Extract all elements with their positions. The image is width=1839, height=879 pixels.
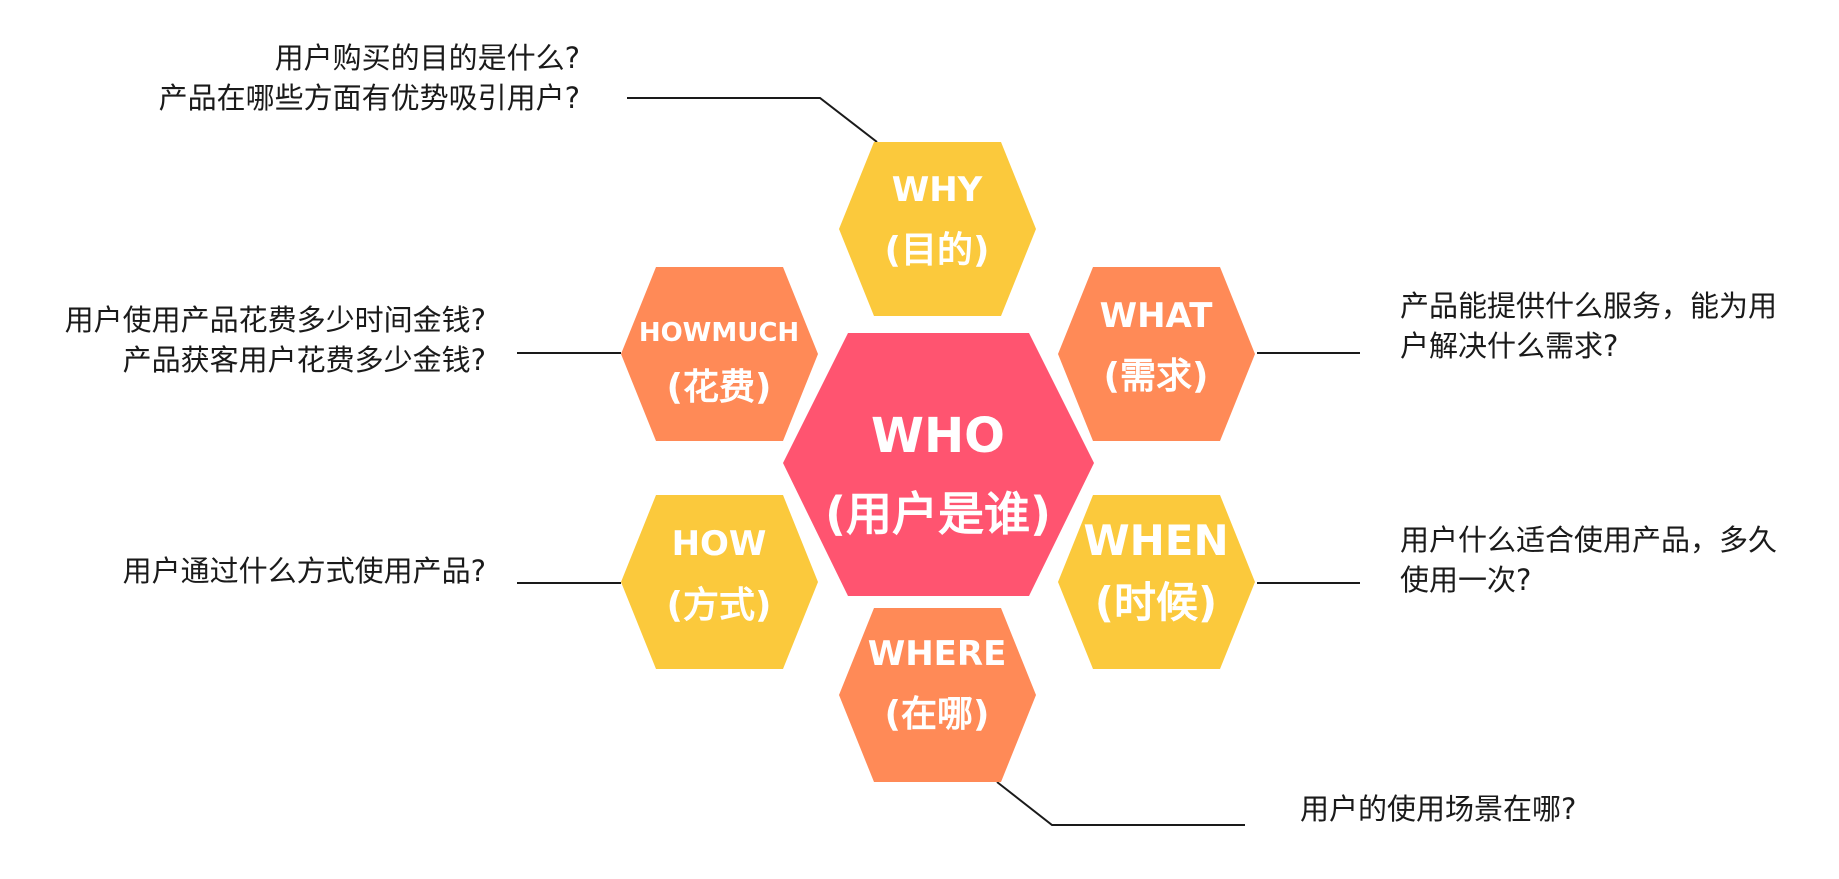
connector-why <box>627 97 878 143</box>
question-where-line: 用户的使用场景在哪? <box>1300 792 1577 826</box>
question-where: 用户的使用场景在哪? <box>1300 789 1576 829</box>
question-howmuch-line: 产品获客用户花费多少金钱? <box>122 343 486 377</box>
question-why: 用户购买的目的是什么? 产品在哪些方面有优势吸引用户? <box>60 38 580 118</box>
hex-why <box>839 142 1036 316</box>
hex-howmuch-line2: (花费) <box>667 367 772 408</box>
question-what-line: 户解决什么需求? <box>1400 329 1619 363</box>
question-what-line: 产品能提供什么服务，能为用 <box>1400 289 1778 323</box>
question-when-line: 用户什么适合使用产品，多久 <box>1400 523 1778 557</box>
question-how-line: 用户通过什么方式使用产品? <box>122 554 486 588</box>
hex-why-line2: (目的) <box>885 230 990 271</box>
hex-what <box>1058 267 1255 441</box>
question-how: 用户通过什么方式使用产品? <box>20 551 486 591</box>
hex-why-line1: WHY <box>892 170 983 210</box>
hex-how-line1: HOW <box>672 524 767 564</box>
question-when-line: 使用一次? <box>1400 563 1532 597</box>
hex-when-line2: (时候) <box>1095 578 1217 627</box>
question-why-line: 用户购买的目的是什么? <box>274 41 580 75</box>
hex-where-line2: (在哪) <box>885 694 990 735</box>
question-howmuch-line: 用户使用产品花费多少时间金钱? <box>64 303 486 337</box>
question-why-line: 产品在哪些方面有优势吸引用户? <box>158 81 580 115</box>
question-what: 产品能提供什么服务，能为用 户解决什么需求? <box>1400 286 1777 366</box>
hex-how-line2: (方式) <box>667 585 772 626</box>
hex-howmuch <box>621 267 818 441</box>
hex-where <box>839 608 1036 782</box>
hex-howmuch-line1: HOWMUCH <box>639 318 799 348</box>
question-howmuch: 用户使用产品花费多少时间金钱? 产品获客用户花费多少金钱? <box>20 300 486 380</box>
hex-when <box>1058 495 1255 669</box>
question-when: 用户什么适合使用产品，多久 使用一次? <box>1400 520 1777 600</box>
hex-who <box>783 333 1094 596</box>
hex-who-line2: (用户是谁) <box>825 487 1051 541</box>
hex-how <box>621 495 818 669</box>
hex-who-line1: WHO <box>871 408 1005 464</box>
hex-what-line2: (需求) <box>1104 356 1209 397</box>
hex-where-line1: WHERE <box>868 634 1007 674</box>
hex-what-line1: WHAT <box>1100 296 1214 336</box>
connector-where <box>996 781 1245 826</box>
hex-when-line1: WHEN <box>1083 516 1228 565</box>
